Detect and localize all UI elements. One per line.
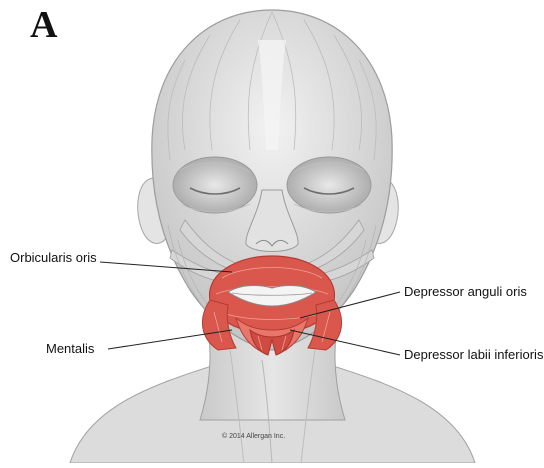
label-depressor-labii-inferioris: Depressor labii inferioris — [404, 348, 543, 361]
panel-letter: A — [30, 6, 57, 44]
copyright-text: © 2014 Allergan Inc. — [222, 433, 285, 440]
label-orbicularis-oris: Orbicularis oris — [10, 251, 97, 264]
right-eye-socket — [287, 157, 371, 213]
label-mentalis: Mentalis — [46, 342, 94, 355]
left-eye-socket — [173, 157, 257, 213]
label-depressor-anguli-oris: Depressor anguli oris — [404, 285, 527, 298]
